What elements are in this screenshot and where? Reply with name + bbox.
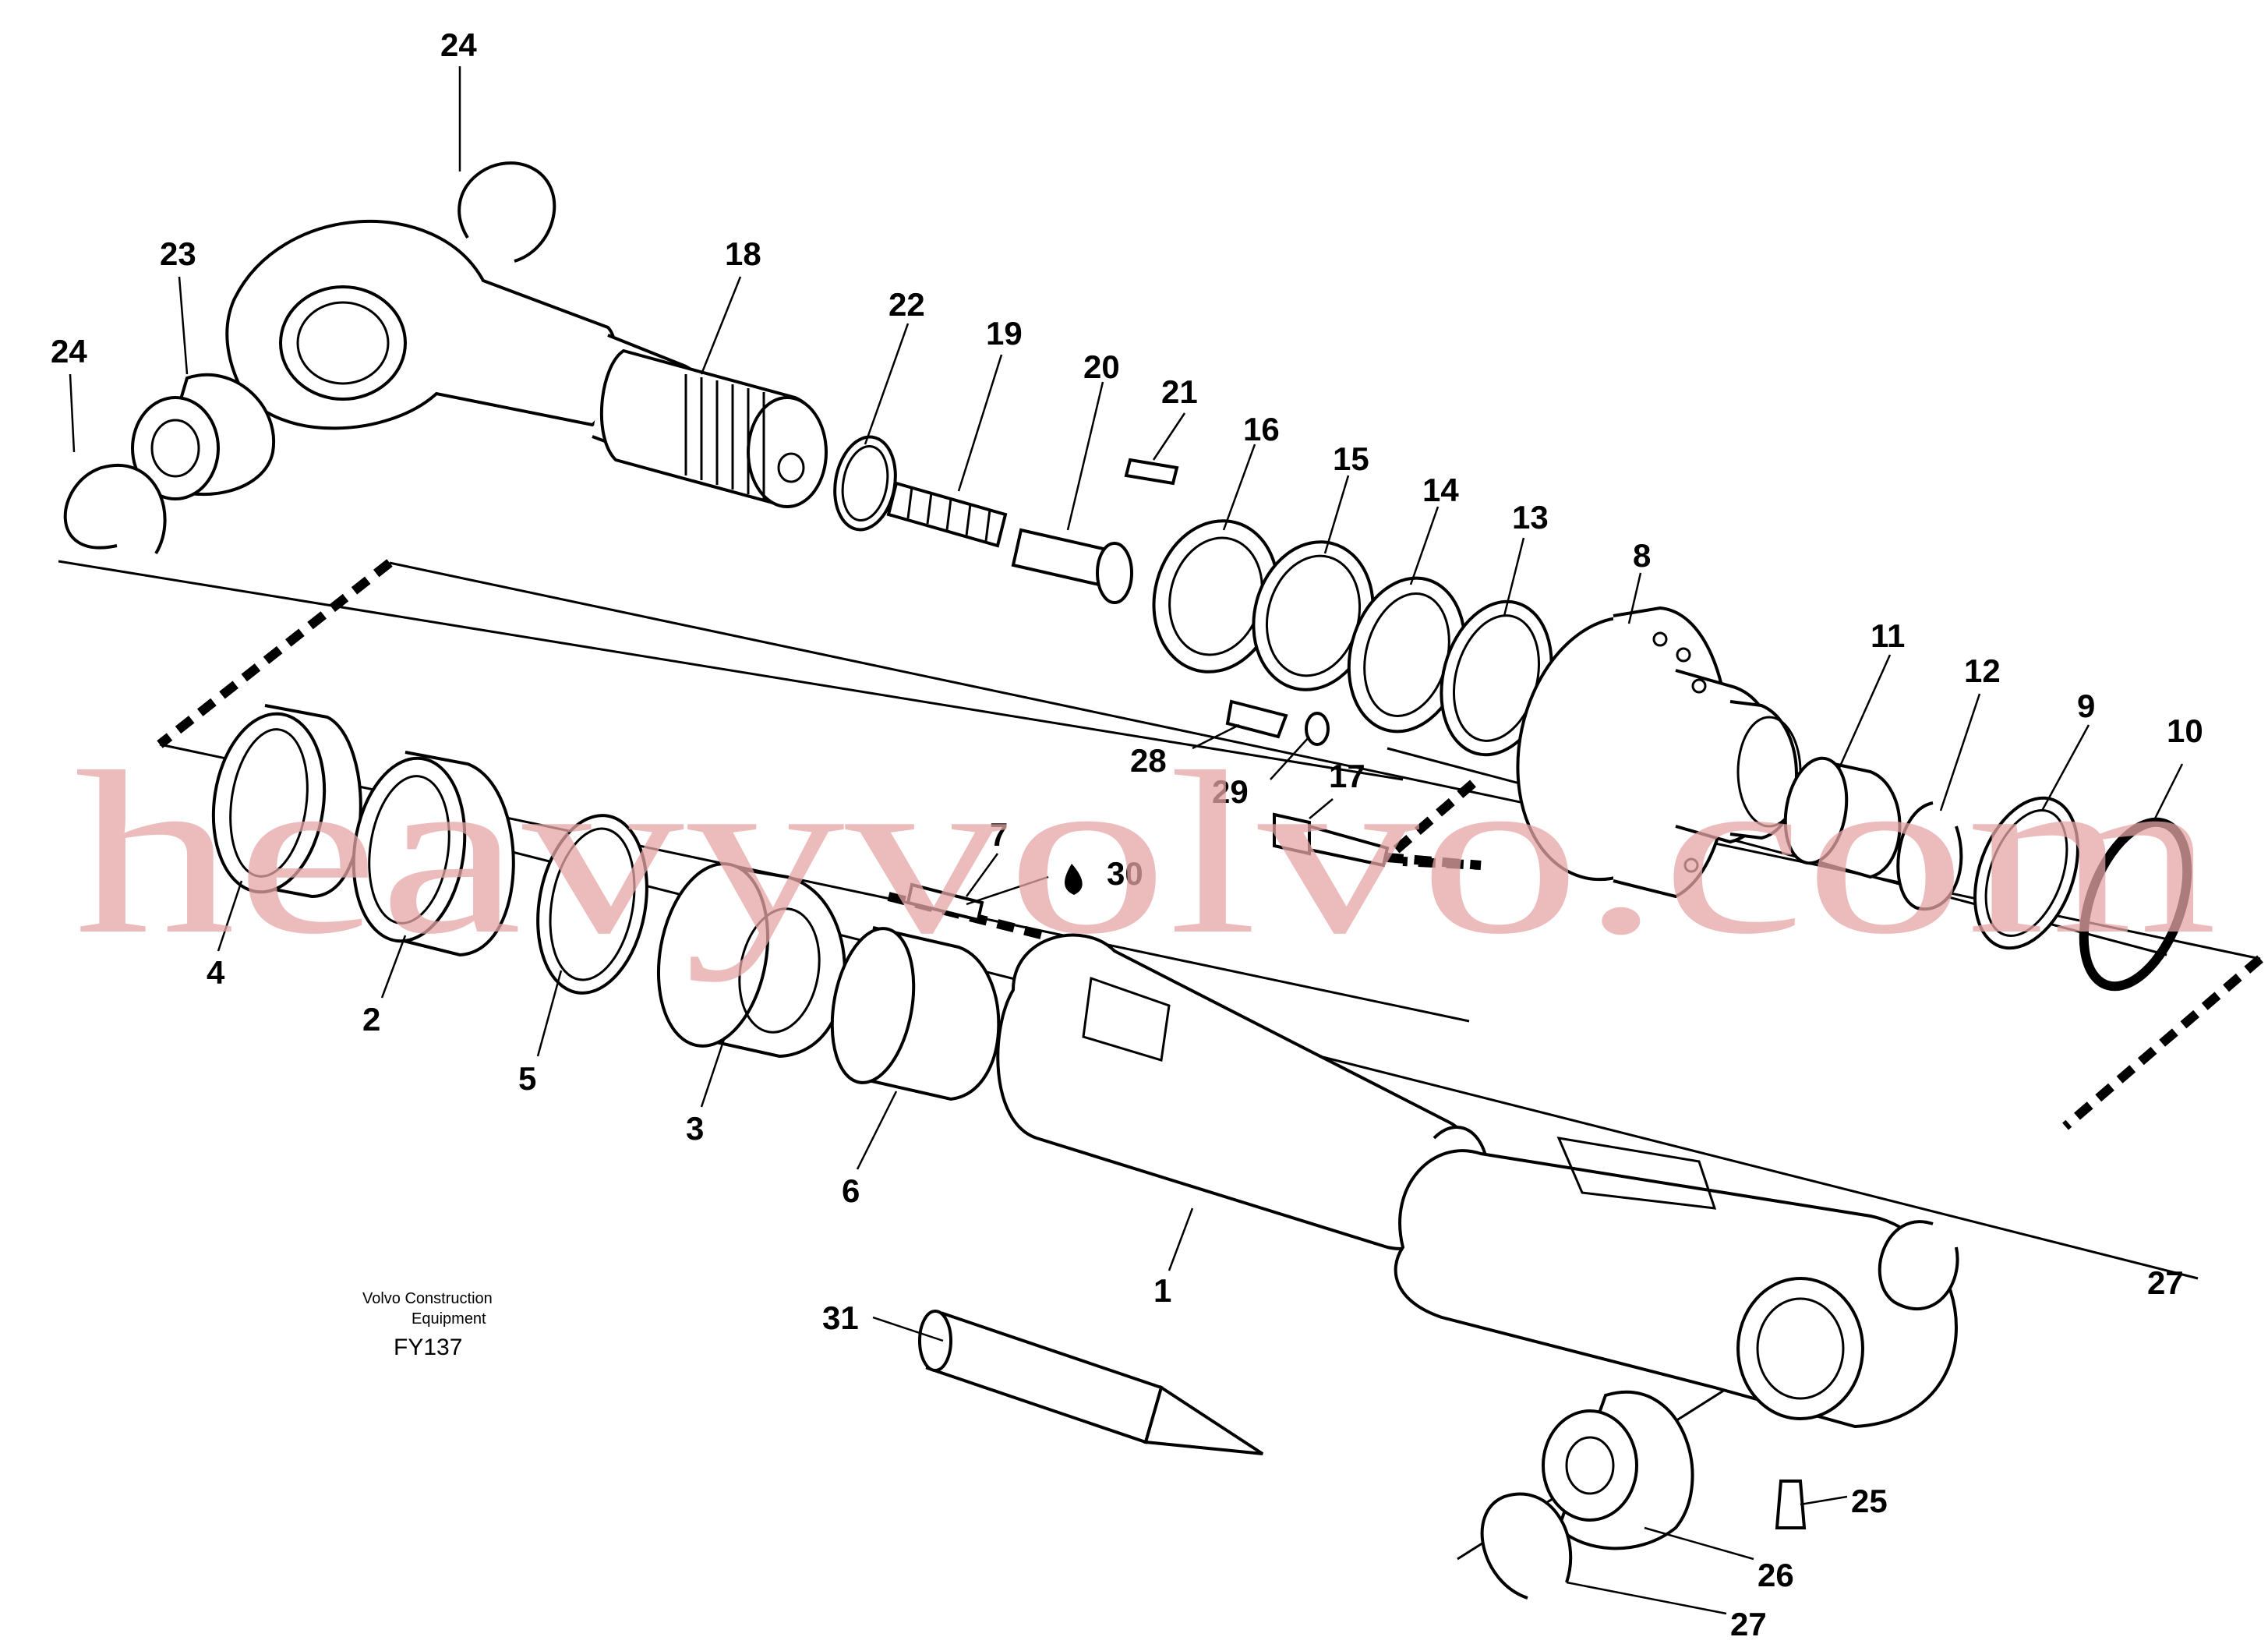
callout-29: 29 [1212,773,1249,810]
callout-1: 1 [1153,1272,1171,1309]
callout-21: 21 [1161,373,1198,410]
callout-19: 19 [986,315,1023,352]
callout-28: 28 [1130,742,1167,779]
piston-nut-3 [656,862,846,1059]
callout-27-lower: 27 [1730,1606,1767,1642]
callout-24-left: 24 [51,333,87,369]
callout-15: 15 [1333,440,1369,477]
callout-11: 11 [1871,617,1905,654]
callout-18: 18 [725,235,761,272]
callout-25: 25 [1851,1483,1888,1519]
watermark: heavyvolvo.com [74,723,2217,983]
callout-16: 16 [1243,411,1280,447]
callout-9: 9 [2077,688,2095,724]
callout-12: 12 [1964,652,2001,689]
screw-28 [1225,699,1288,739]
caption-line-2: Equipment [412,1310,486,1328]
callout-8: 8 [1633,537,1651,574]
circlip-27-right [1878,1220,1959,1311]
screw-17 [1273,812,1390,868]
circlip-27-lower [1480,1492,1573,1600]
washer-29 [1305,712,1330,746]
bearing-23 [131,373,276,500]
cylinder-head-8 [1516,606,1802,899]
callout-14: 14 [1422,472,1459,508]
callout-4: 4 [207,954,225,991]
figure-code: FY137 [394,1335,462,1360]
circlip-12 [1896,801,1963,911]
callout-7: 7 [990,816,1008,853]
callout-22: 22 [888,286,925,323]
leader-lines [69,66,2184,1615]
ring-9 [1973,796,2079,950]
grease-nipple-25 [1775,1480,1807,1529]
callout-31: 31 [822,1299,859,1336]
callout-20: 20 [1083,348,1120,385]
callout-5: 5 [518,1060,536,1097]
seal-4 [211,704,362,899]
guide-ring-5 [536,814,648,995]
callout-13: 13 [1512,499,1549,536]
callout-26: 26 [1758,1557,1794,1593]
callout-23: 23 [160,235,196,272]
grease-nipple-7 [906,882,984,922]
callout-10: 10 [2167,712,2203,749]
callout-labels: 24 23 24 18 22 19 20 21 16 15 14 13 8 11… [51,27,2203,1642]
callout-2: 2 [362,1001,380,1038]
callout-3: 3 [686,1110,704,1147]
cylinder-tube-2 [1394,1137,1958,1429]
bearing-26 [1542,1390,1694,1550]
callout-27-right: 27 [2147,1264,2184,1301]
callout-24-top: 24 [440,27,477,63]
o-ring-22 [833,435,897,532]
callout-30: 30 [1107,855,1143,892]
lubricant-30 [1064,864,1083,895]
pin-21 [1124,458,1179,486]
callout-17: 17 [1329,758,1365,794]
caption-line-1: Volvo Construction [362,1290,493,1307]
piston-rod [599,348,828,509]
guide-11 [1783,756,1902,879]
ring-10 [2079,817,2192,992]
callout-6: 6 [842,1172,860,1209]
circlip-24-left [63,464,167,555]
check-valve-19 [886,481,1008,548]
figure-caption: Volvo Construction Equipment FY137 [362,1290,493,1360]
bushing-6 [830,926,1001,1101]
circlip-24-top [457,161,556,263]
piston-2 [352,751,515,957]
installation-tool-31 [918,1310,1264,1455]
plunger-20 [1011,528,1133,604]
